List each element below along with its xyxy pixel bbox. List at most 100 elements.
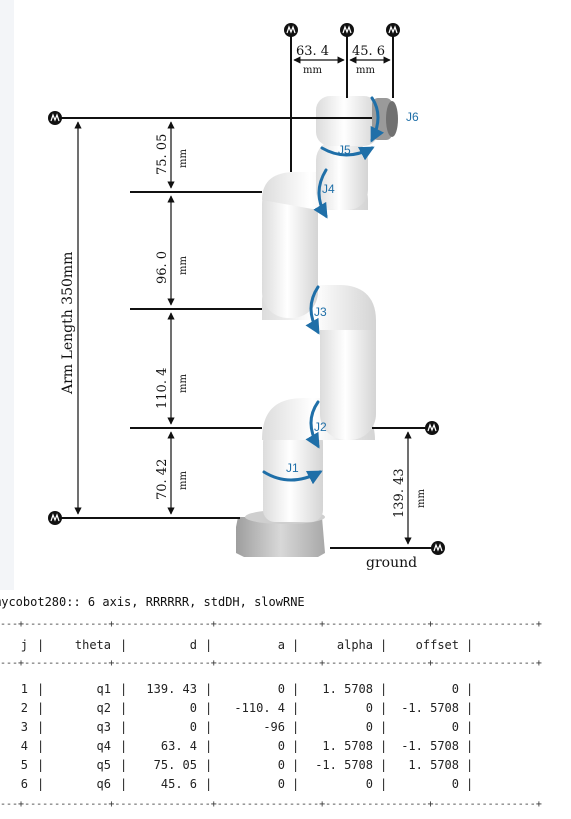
frame-symbol-icon — [425, 421, 439, 435]
joint-label-j3: J3 — [314, 305, 327, 319]
joint-rotation-arrows — [262, 96, 385, 485]
table-cell: 0 — [451, 777, 459, 791]
column-separator: | — [292, 638, 300, 652]
joint-label-j5: J5 — [338, 143, 351, 157]
table-cell: 0 — [277, 739, 285, 753]
table-cell: theta — [74, 638, 111, 652]
joint-label-j2: J2 — [314, 420, 327, 434]
segment-label-4: 70. 42 — [155, 459, 170, 500]
segment-unit-3: mm — [178, 374, 189, 393]
segment-label-2: 96. 0 — [155, 251, 170, 284]
offset-label-j4: 63. 4 — [296, 44, 329, 59]
table-cell: -110. 4 — [234, 701, 285, 715]
joint-label-j1: J1 — [286, 461, 299, 475]
column-separator: | — [37, 758, 45, 772]
joint-label-j4: J4 — [322, 182, 335, 196]
base-height-label: 139. 43 — [392, 468, 407, 518]
table-cell: 1. 5708 — [322, 739, 373, 753]
segment-unit-2: mm — [178, 256, 189, 275]
frame-symbol-icon — [48, 511, 62, 525]
table-cell: 0 — [277, 682, 285, 696]
arm-length-label: Arm Length 350mm — [60, 252, 76, 395]
table-cell: 1. 5708 — [408, 758, 459, 772]
table-cell: 6 — [20, 777, 28, 791]
column-separator: | — [37, 739, 45, 753]
column-separator: | — [120, 739, 128, 753]
frame-symbol-icon — [340, 23, 354, 37]
segment-label-3: 110. 4 — [155, 368, 170, 409]
column-separator: | — [292, 739, 300, 753]
table-cell: -1. 5708 — [401, 739, 459, 753]
table-cell: 1 — [20, 682, 28, 696]
table-cell: -1. 5708 — [401, 701, 459, 715]
ground-label: ground — [366, 555, 417, 571]
joint-label-j6: J6 — [406, 110, 419, 124]
segment-unit-4: mm — [178, 471, 189, 490]
column-separator: | — [120, 701, 128, 715]
column-separator: | — [205, 777, 213, 791]
table-cell: -1. 5708 — [315, 758, 373, 772]
table-cell: -96 — [263, 720, 285, 734]
table-cell: 5 — [20, 758, 28, 772]
j3-arrow — [305, 285, 320, 335]
table-cell: q5 — [96, 758, 111, 772]
dh-parameter-table: ---+--------------+----------------+----… — [0, 620, 571, 819]
column-separator: | — [120, 758, 128, 772]
column-separator: | — [205, 701, 213, 715]
j6-arrow — [370, 96, 385, 143]
segment-unit-1: mm — [178, 149, 189, 168]
table-border-header: ---+--------------+----------------+----… — [0, 658, 542, 669]
column-separator: | — [205, 682, 213, 696]
column-separator: | — [37, 720, 45, 734]
column-separator: | — [466, 682, 474, 696]
column-separator: | — [120, 720, 128, 734]
column-separator: | — [380, 638, 388, 652]
robot-dimension-figure: J1 J2 J3 J4 J5 J6 — [48, 23, 445, 571]
table-cell: 0 — [451, 682, 459, 696]
column-separator: | — [466, 739, 474, 753]
table-cell: d — [189, 638, 197, 652]
column-separator: | — [380, 720, 388, 734]
table-cell: 139. 43 — [146, 682, 197, 696]
table-cell: 0 — [189, 701, 197, 715]
frame-symbol-icon — [284, 23, 298, 37]
j2-arrow — [305, 400, 320, 449]
segment-label-1: 75. 05 — [155, 134, 170, 175]
dimension-labels: 63. 4 mm 45. 6 mm 75. 05 mm 96. 0 mm 110… — [60, 44, 427, 571]
j5-arrow — [320, 146, 375, 161]
table-cell: alpha — [336, 638, 373, 652]
column-separator: | — [292, 777, 300, 791]
column-separator: | — [466, 638, 474, 652]
offset-unit-j4: mm — [303, 65, 322, 76]
joint-labels: J1 J2 J3 J4 J5 J6 — [286, 110, 419, 475]
left-gutter — [0, 0, 14, 590]
table-cell: 0 — [365, 720, 373, 734]
j4-arrow — [313, 168, 328, 219]
table-cell: 75. 05 — [153, 758, 197, 772]
column-separator: | — [466, 701, 474, 715]
table-cell: q6 — [96, 777, 111, 791]
column-separator: | — [205, 739, 213, 753]
column-separator: | — [466, 720, 474, 734]
offset-label-j6: 45. 6 — [352, 44, 385, 59]
column-separator: | — [466, 758, 474, 772]
dimension-arrows — [74, 56, 412, 545]
table-cell: 0 — [365, 701, 373, 715]
table-cell: 0 — [277, 758, 285, 772]
robot-arm-illustration — [236, 96, 398, 557]
table-cell: j — [20, 638, 28, 652]
table-cell: 0 — [451, 720, 459, 734]
table-cell: 45. 6 — [160, 777, 197, 791]
column-separator: | — [205, 638, 213, 652]
table-cell: 0 — [277, 777, 285, 791]
table-cell: 4 — [20, 739, 28, 753]
table-cell: 1. 5708 — [322, 682, 373, 696]
column-separator: | — [380, 777, 388, 791]
offset-unit-j6: mm — [356, 65, 375, 76]
table-cell: q2 — [96, 701, 111, 715]
column-separator: | — [380, 682, 388, 696]
column-separator: | — [205, 720, 213, 734]
column-separator: | — [292, 720, 300, 734]
column-separator: | — [37, 682, 45, 696]
column-separator: | — [37, 701, 45, 715]
